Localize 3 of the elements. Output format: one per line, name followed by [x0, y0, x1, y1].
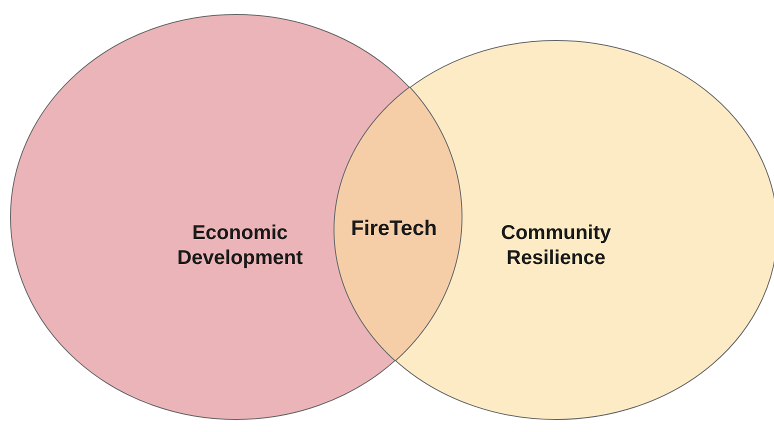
circle-label: Economic Development: [176, 221, 304, 271]
circle-label: FireTech: [350, 216, 438, 242]
circle-label: Community Resilience: [500, 221, 612, 271]
